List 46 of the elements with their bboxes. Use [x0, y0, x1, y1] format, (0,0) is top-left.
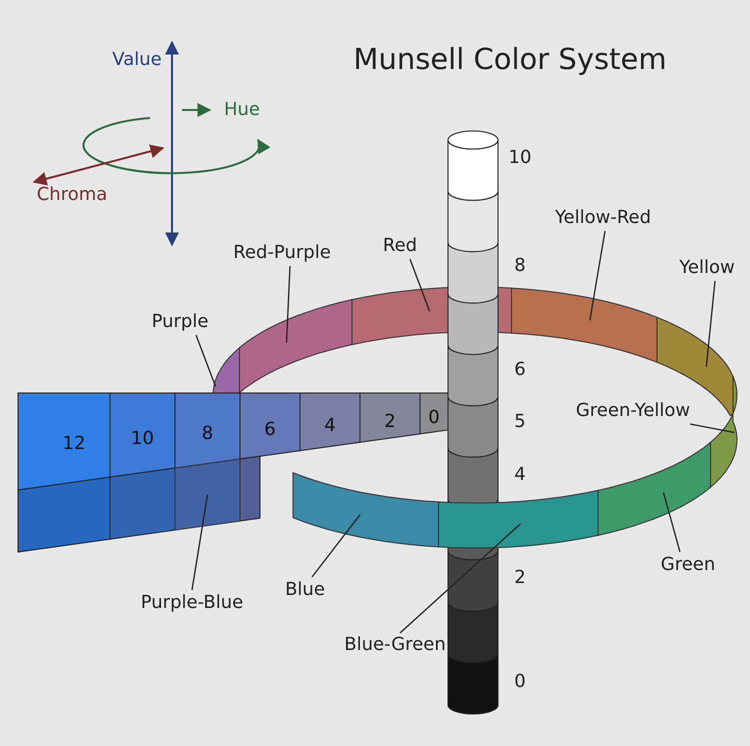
value-number: 6 — [514, 360, 526, 380]
hue-label: Purple — [152, 312, 208, 332]
value-number: 0 — [514, 672, 526, 692]
chroma-number: 12 — [62, 434, 86, 454]
leader-line — [589, 230, 606, 321]
hue-label: Red-Purple — [233, 243, 331, 263]
title: Munsell Color System — [353, 44, 667, 76]
ring-segment — [511, 288, 658, 364]
chroma-number: 2 — [384, 412, 396, 432]
chroma-number: 0 — [428, 408, 440, 428]
ring-segment — [710, 376, 738, 488]
hue-label: Blue — [285, 580, 325, 600]
chroma-number: 10 — [131, 428, 154, 449]
chroma-band — [174, 458, 240, 531]
hue-label: Purple-Blue — [140, 593, 244, 613]
leader-line — [286, 266, 291, 342]
leader-line — [400, 523, 521, 634]
value-number: 2 — [514, 568, 526, 588]
ring-segment — [239, 298, 352, 394]
chroma-number: 4 — [324, 416, 336, 436]
value-number: 5 — [514, 412, 526, 432]
leader-line — [311, 514, 361, 578]
hue-label: Blue-Green — [344, 635, 446, 655]
leader-line — [409, 258, 430, 312]
chroma-number: 6 — [264, 420, 276, 440]
axis-label: Value — [112, 50, 162, 70]
ring-segment — [438, 490, 598, 548]
value-number: 10 — [508, 148, 532, 168]
value-number: 4 — [514, 465, 526, 485]
ring-segment — [292, 472, 439, 548]
axis-label: Hue — [224, 100, 260, 120]
leader-line — [662, 492, 681, 552]
leader-line — [191, 494, 208, 590]
hue-label: Yellow-Red — [554, 208, 652, 228]
chroma-number: 8 — [202, 424, 214, 444]
value-number: 8 — [514, 256, 526, 276]
leader-line — [706, 280, 716, 367]
hue-label: Green-Yellow — [576, 401, 690, 421]
hue-label: Yellow — [679, 258, 735, 278]
ring-segment — [212, 346, 240, 394]
hue-label: Green — [660, 555, 716, 575]
hue-label: Red — [382, 236, 418, 256]
leader-line — [195, 334, 216, 387]
leader-line — [690, 423, 735, 434]
ring-segment — [598, 441, 711, 536]
axis-label: Chroma — [36, 185, 108, 205]
